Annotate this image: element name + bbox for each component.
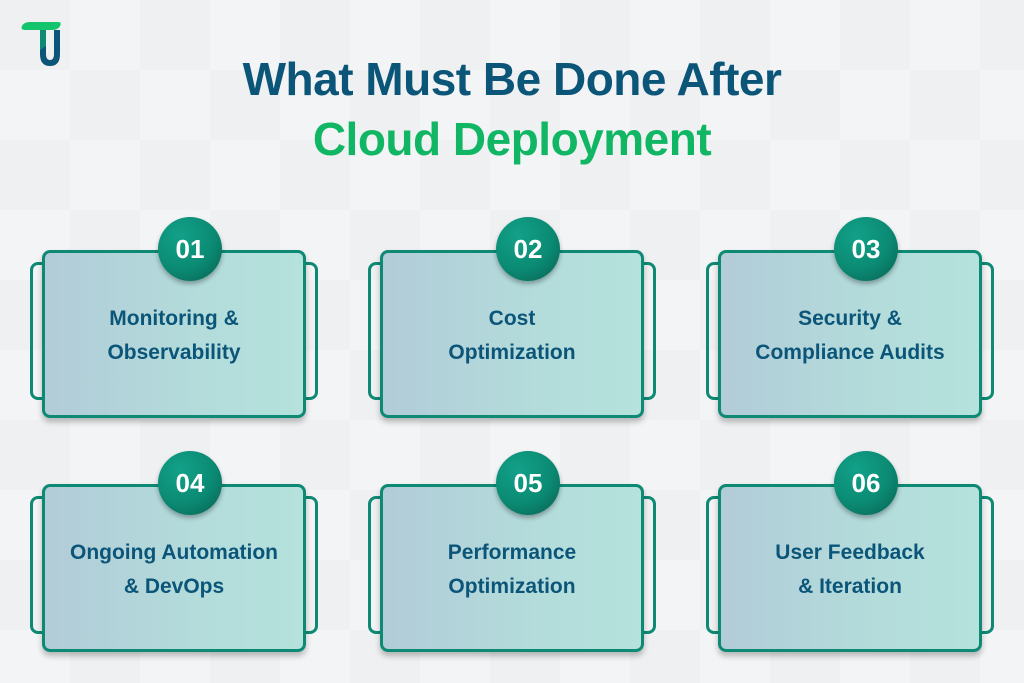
step-card-02: 02 Cost Optimization xyxy=(368,217,658,420)
card-label-line-1: Security & xyxy=(798,307,902,330)
card-label-line-2: & Iteration xyxy=(798,575,902,598)
step-number-badge: 03 xyxy=(834,217,898,281)
card-label-line-2: Optimization xyxy=(448,575,576,598)
card-label-line-1: Monitoring & xyxy=(109,307,239,330)
card-label-line-2: & DevOps xyxy=(123,575,225,598)
step-card-03: 03 Security & Compliance Audits xyxy=(706,217,996,420)
card-body: 04 Ongoing Automation & DevOps xyxy=(42,451,306,652)
step-number-badge: 04 xyxy=(158,451,222,515)
card-label-line-2: Observability xyxy=(107,341,241,364)
card-body: 02 Cost Optimization xyxy=(380,217,644,418)
card-body: 05 Performance Optimization xyxy=(380,451,644,652)
step-card-06: 06 User Feedback & Iteration xyxy=(706,451,996,654)
step-card-01: 01 Monitoring & Observability xyxy=(30,217,320,420)
brand-logo-icon xyxy=(21,22,61,66)
step-card-05: 05 Performance Optimization xyxy=(368,451,658,654)
step-number-badge: 05 xyxy=(496,451,560,515)
step-number-badge: 01 xyxy=(158,217,222,281)
card-label-line-1: Cost xyxy=(488,307,536,330)
card-label-line-2: Compliance Audits xyxy=(755,341,945,364)
card-label-line-1: User Feedback xyxy=(775,541,925,564)
card-label-line-2: Optimization xyxy=(448,341,576,364)
card-body: 01 Monitoring & Observability xyxy=(42,217,306,418)
card-label-line-1: Performance xyxy=(447,541,577,564)
step-card-04: 04 Ongoing Automation & DevOps xyxy=(30,451,320,654)
step-number-badge: 02 xyxy=(496,217,560,281)
page-title-line-1: What Must Be Done After xyxy=(242,53,782,105)
page-title-line-2: Cloud Deployment xyxy=(312,113,712,165)
card-body: 03 Security & Compliance Audits xyxy=(718,217,982,418)
step-number-badge: 06 xyxy=(834,451,898,515)
card-body: 06 User Feedback & Iteration xyxy=(718,451,982,652)
card-label-line-1: Ongoing Automation xyxy=(69,541,278,564)
